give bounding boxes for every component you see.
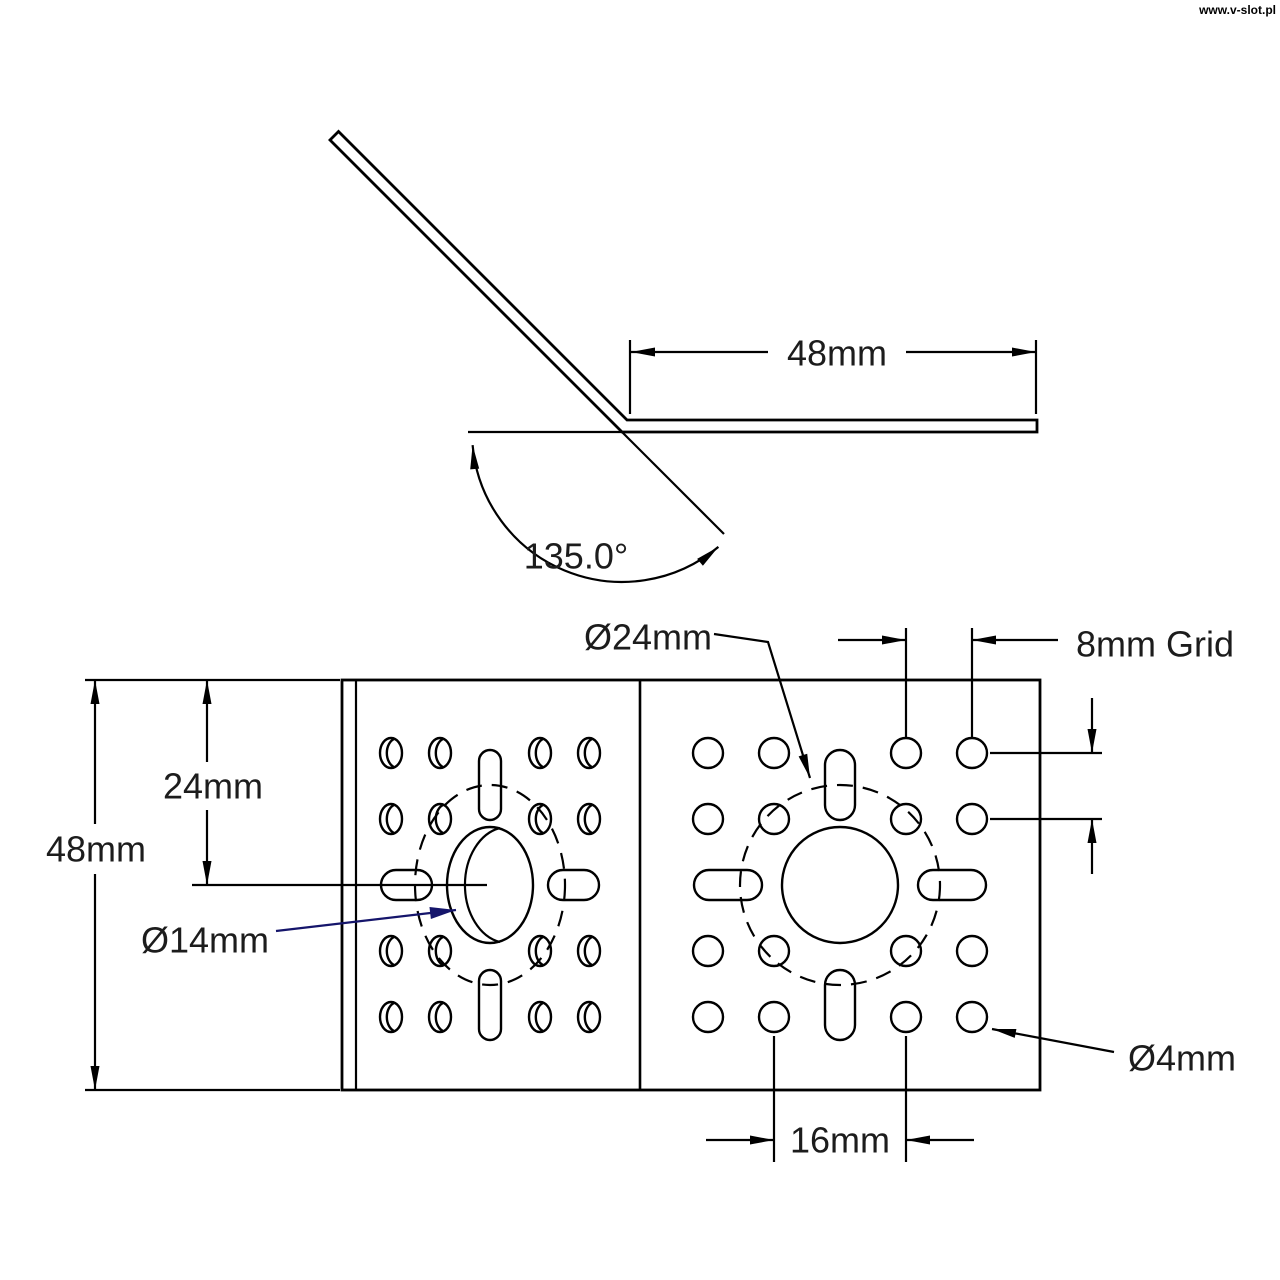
plate-height-label: 48mm <box>46 829 146 870</box>
center-offset-label: 24mm <box>163 766 263 807</box>
dim-slot-spacing <box>706 1036 974 1162</box>
center-hole-right-flange <box>780 825 900 945</box>
right-flange-holes <box>691 736 989 1042</box>
side-view: 48mm 135.0° <box>328 129 1039 583</box>
flange-length-label: 48mm <box>787 333 887 374</box>
bolt-circle-label: Ø24mm <box>584 617 712 658</box>
dim-flange-length <box>628 340 1038 414</box>
leader-hole-diameter <box>991 1027 1115 1054</box>
slot-east-right-flange <box>916 868 988 902</box>
center-hole-label: Ø14mm <box>141 920 269 961</box>
slot-west-right-flange <box>692 868 764 902</box>
hole-grid-label: 8mm Grid <box>1076 624 1234 665</box>
leader-center-hole <box>275 907 457 933</box>
dim-hole-grid <box>838 628 1102 874</box>
dim-bend-angle <box>468 430 725 583</box>
dim-plate-height <box>85 678 340 1092</box>
bolt-circle-right-flange <box>738 783 942 987</box>
leader-bolt-circle <box>713 632 812 779</box>
watermark: www.v-slot.pl <box>1198 3 1276 17</box>
dim-center-offset <box>192 680 487 887</box>
slot-bottom-left-flange <box>477 968 503 1042</box>
slot-spacing-label: 16mm <box>790 1120 890 1161</box>
left-flange-holes <box>378 736 602 1042</box>
top-view: 48mm 24mm Ø14mm Ø24mm 8mm Gri <box>46 617 1236 1162</box>
hole-diameter-label: Ø4mm <box>1128 1038 1236 1079</box>
bend-angle-label: 135.0° <box>524 536 628 577</box>
slot-bottom-right-flange <box>823 968 857 1042</box>
slot-east-left-flange <box>546 868 601 902</box>
bent-plate-profile <box>328 129 1039 434</box>
